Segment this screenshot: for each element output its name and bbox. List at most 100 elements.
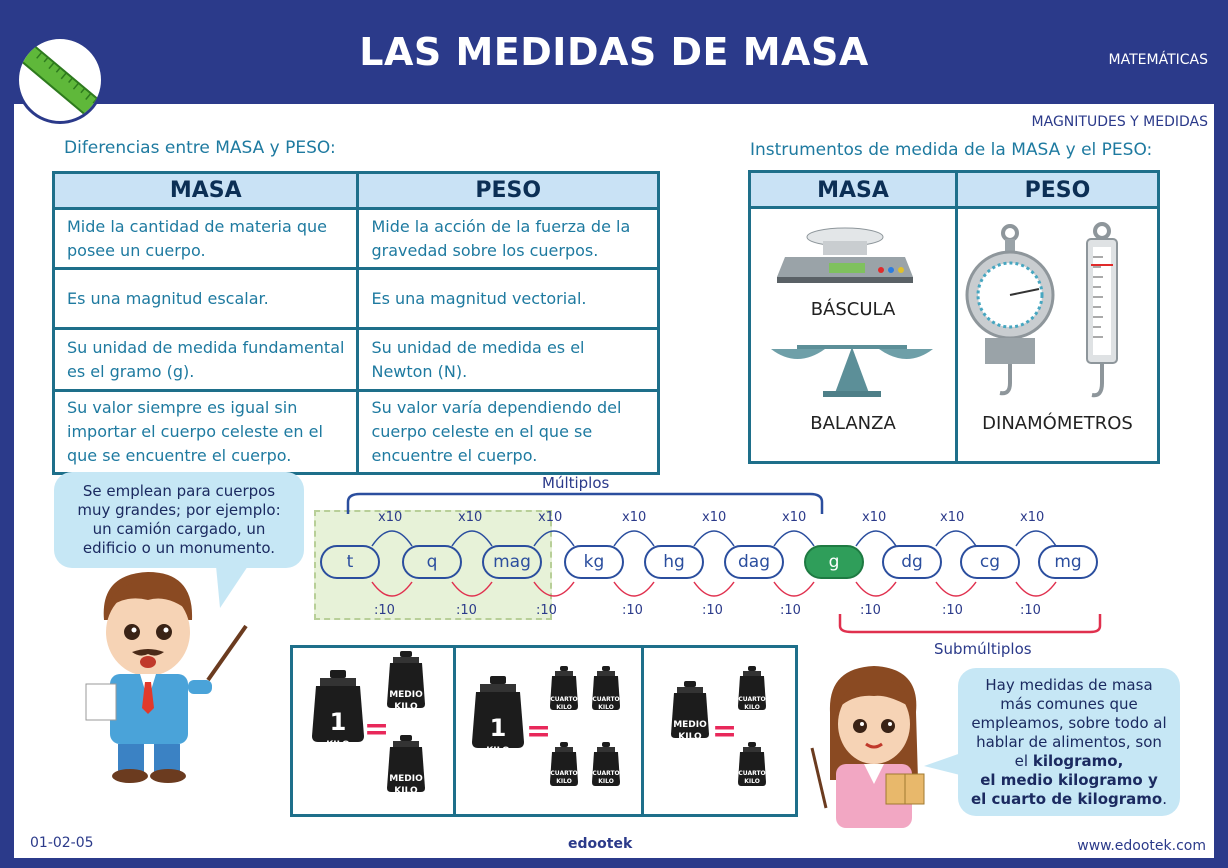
dinamometros-label: DINAMÓMETROS <box>982 413 1133 434</box>
instr-masa-header: MASA <box>751 173 955 209</box>
weight-kilo: KILO <box>744 704 760 711</box>
equals-sign: = <box>364 712 390 747</box>
footer-code: 01-02-05 <box>30 835 94 851</box>
masa-cell: Su unidad de medida fundamental es el gr… <box>51 327 360 392</box>
div-op: :10 <box>702 603 723 618</box>
mult-op: x10 <box>458 510 483 525</box>
div-op: :10 <box>1020 603 1041 618</box>
unit-q: q <box>402 545 462 579</box>
weight-cuarto: CUARTO <box>550 770 578 777</box>
weight-cuarto: CUARTO <box>592 770 620 777</box>
header-bar <box>0 0 1228 104</box>
unit-mg: mg <box>1038 545 1098 579</box>
div-op: :10 <box>622 603 643 618</box>
weight-medio: MEDIO <box>389 690 423 700</box>
bubble-girl-end: . <box>1162 790 1167 808</box>
instruments-panel: MASA PESO BÁSCULA BALANZA <box>748 170 1160 464</box>
weight-medio: MEDIO <box>673 720 707 730</box>
subject-label: MATEMÁTICAS <box>1108 52 1208 68</box>
submultiples-label: Submúltiplos <box>934 640 1032 658</box>
mult-op: x10 <box>782 510 807 525</box>
footer-brand: edootek <box>568 836 633 852</box>
weight-kilo: KILO <box>678 732 702 742</box>
bubble-girl-bold: kilogramo, <box>1032 752 1124 770</box>
mult-op: x10 <box>862 510 887 525</box>
bascula-label: BÁSCULA <box>810 299 896 320</box>
weight-kilo: KILO <box>556 778 572 785</box>
weight-kilo: KILO <box>486 746 510 756</box>
balance-icon <box>767 339 937 403</box>
bubble-girl-bold: el medio kilogramo y <box>980 771 1158 789</box>
unit-dag: dag <box>724 545 784 579</box>
page-title: LAS MEDIDAS DE MASA <box>359 30 869 74</box>
mult-op: x10 <box>378 510 403 525</box>
mult-op: x10 <box>940 510 965 525</box>
div-op: :10 <box>780 603 801 618</box>
weight-kilo: KILO <box>326 740 350 750</box>
differences-heading: Diferencias entre MASA y PESO: <box>64 138 336 158</box>
weight-kilo: KILO <box>556 704 572 711</box>
weight-cuarto: CUARTO <box>592 696 620 703</box>
mult-op: x10 <box>538 510 563 525</box>
div-op: :10 <box>536 603 557 618</box>
bubble-girl-bold: el cuarto de kilogramo <box>971 790 1163 808</box>
mult-op: x10 <box>622 510 647 525</box>
bubble-tail <box>924 752 964 786</box>
spring-dynamometer-icon <box>1077 221 1127 411</box>
instruments-heading: Instrumentos de medida de la MASA y el P… <box>750 140 1153 160</box>
unit-cg: cg <box>960 545 1020 579</box>
dial-dynamometer-icon <box>965 223 1055 407</box>
masa-cell: Es una magnitud escalar. <box>51 267 360 330</box>
weight-cuarto: CUARTO <box>738 696 766 703</box>
topic-label: MAGNITUDES Y MEDIDAS <box>1031 114 1208 130</box>
instr-peso-header: PESO <box>958 173 1157 209</box>
masa-cell: Mide la cantidad de materia que posee un… <box>51 207 360 270</box>
weight-one: 1 <box>489 714 507 742</box>
weight-kilo: KILO <box>744 778 760 785</box>
peso-cell: Su valor varía dependiendo del cuerpo ce… <box>356 389 660 475</box>
unit-t: t <box>320 545 380 579</box>
teacher-boy-illustration <box>70 560 250 794</box>
unit-hg: hg <box>644 545 704 579</box>
weight-cuarto: CUARTO <box>738 770 766 777</box>
speech-bubble-boy: Se emplean para cuerpos muy grandes; por… <box>54 472 304 568</box>
div-op: :10 <box>942 603 963 618</box>
teacher-girl-illustration <box>808 660 958 834</box>
weight-one: 1 <box>329 708 347 736</box>
scale-arrows <box>346 492 1102 634</box>
bubble-tail <box>212 566 252 614</box>
speech-bubble-girl: Hay medidas de masa más comunes que empl… <box>958 668 1180 816</box>
weight-medio: MEDIO <box>389 774 423 784</box>
weight-cuarto: CUARTO <box>550 696 578 703</box>
mult-op: x10 <box>1020 510 1045 525</box>
ruler-logo-icon <box>16 36 104 124</box>
weight-kilo: KILO <box>598 778 614 785</box>
peso-cell: Mide la acción de la fuerza de la graved… <box>356 207 660 270</box>
weights-panel <box>290 645 798 817</box>
div-op: :10 <box>374 603 395 618</box>
weights-divider <box>641 648 644 814</box>
scale-icon <box>775 223 915 289</box>
balanza-label: BALANZA <box>810 413 896 434</box>
equals-sign: = <box>712 714 738 749</box>
unit-g: g <box>804 545 864 579</box>
multiples-label: Múltiplos <box>542 474 610 492</box>
footer-url: www.edootek.com <box>1077 838 1206 854</box>
bubble-girl-text: Hay medidas de masa más comunes que empl… <box>971 676 1167 770</box>
col-peso-header: PESO <box>356 171 660 210</box>
peso-cell: Es una magnitud vectorial. <box>356 267 660 330</box>
equals-sign: = <box>526 714 552 749</box>
div-op: :10 <box>456 603 477 618</box>
weight-kilo: KILO <box>394 702 418 712</box>
col-masa-header: MASA <box>51 171 360 210</box>
mult-op: x10 <box>702 510 727 525</box>
weights-divider <box>453 648 456 814</box>
weight-kilo: KILO <box>598 704 614 711</box>
weight-kilo: KILO <box>394 786 418 796</box>
unit-kg: kg <box>564 545 624 579</box>
unit-mag: mag <box>482 545 542 579</box>
div-op: :10 <box>860 603 881 618</box>
unit-dg: dg <box>882 545 942 579</box>
peso-cell: Su unidad de medida es el Newton (N). <box>356 327 660 392</box>
instr-divider <box>955 173 958 461</box>
